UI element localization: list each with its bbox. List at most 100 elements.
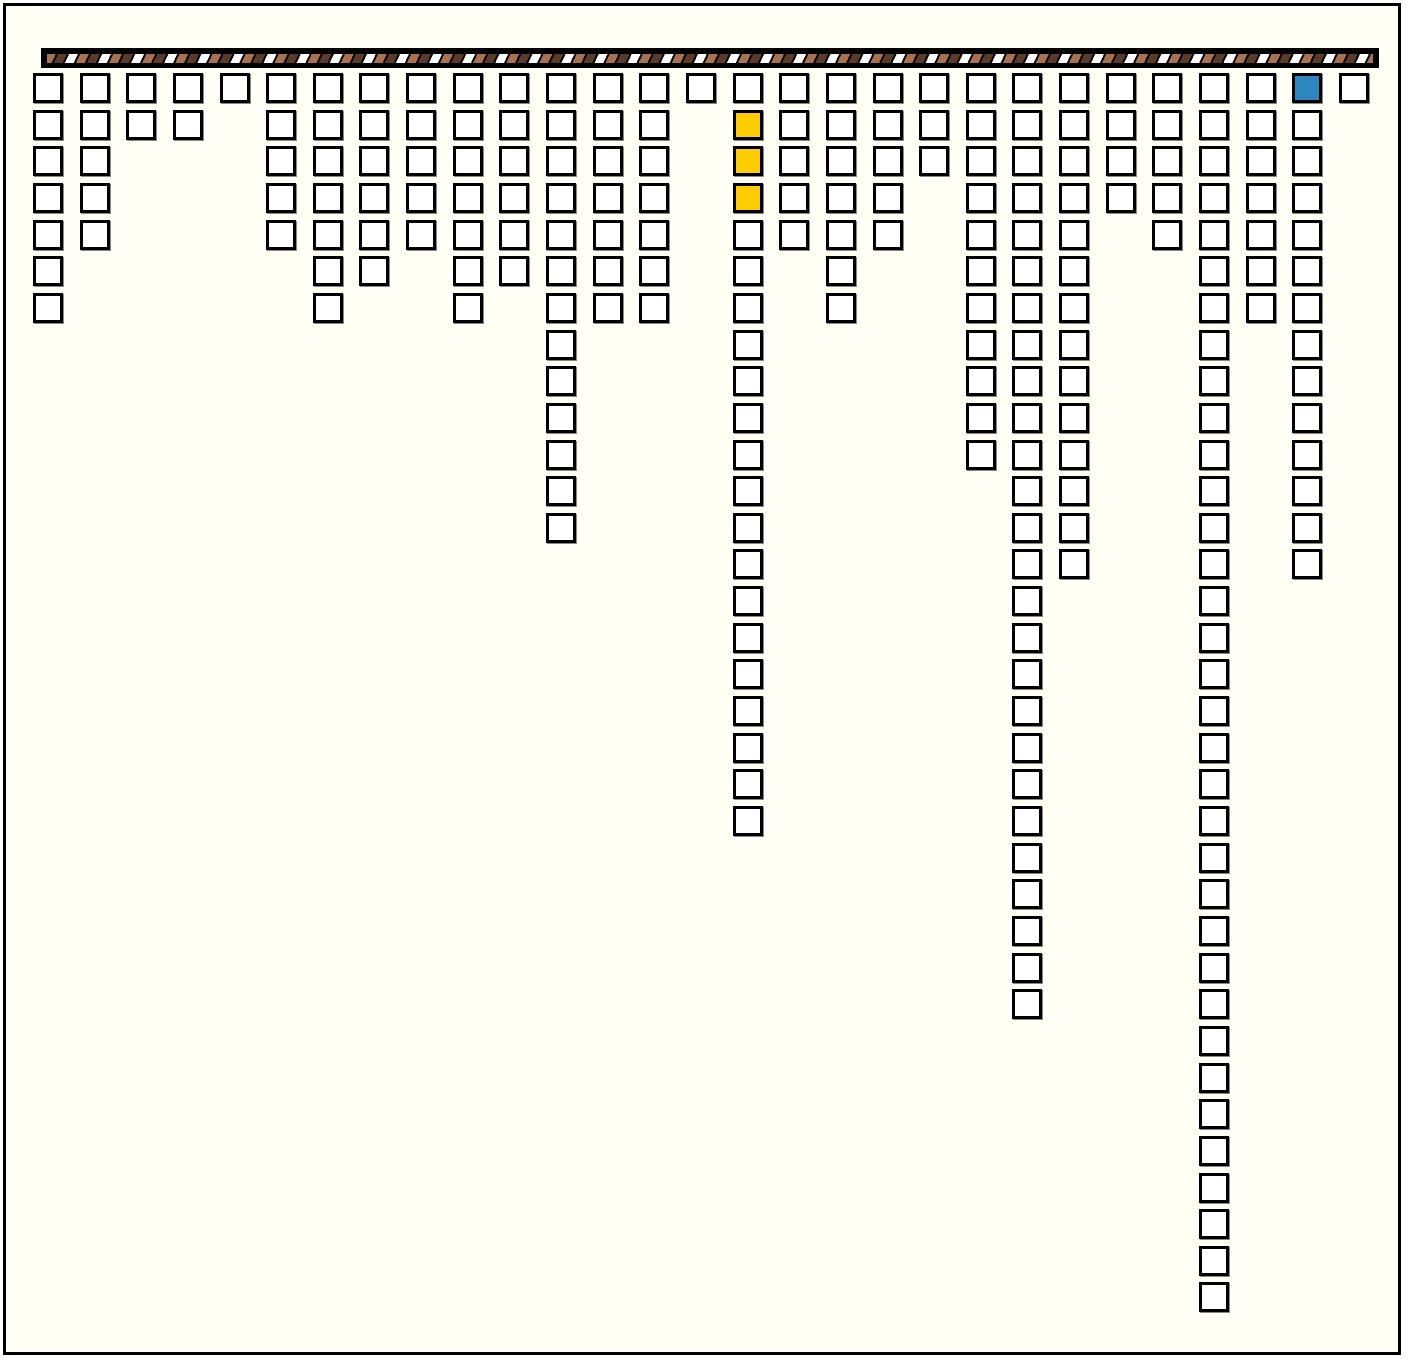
tile-c20-r1[interactable] bbox=[919, 73, 950, 103]
tile-c21-r7[interactable] bbox=[965, 292, 996, 323]
tile-c22-r9[interactable] bbox=[1012, 366, 1043, 397]
tile-c28-r9[interactable] bbox=[1292, 366, 1323, 397]
tile-c14-r7[interactable] bbox=[639, 292, 670, 323]
tile-c23-r5[interactable] bbox=[1059, 219, 1090, 250]
tile-c27-r7[interactable] bbox=[1245, 292, 1276, 323]
tile-c13-r6[interactable] bbox=[592, 256, 623, 287]
tile-c16-r21[interactable] bbox=[732, 806, 763, 836]
tile-c12-r5[interactable] bbox=[546, 219, 577, 250]
tile-c14-r4[interactable] bbox=[639, 182, 670, 213]
tile-c28-r5[interactable] bbox=[1292, 219, 1323, 250]
tile-c16-r20[interactable] bbox=[732, 769, 763, 800]
tile-c24-r1[interactable] bbox=[1105, 73, 1136, 103]
tile-c27-r4[interactable] bbox=[1245, 182, 1276, 213]
tile-c4-r2[interactable] bbox=[172, 109, 203, 140]
tile-c26-r12[interactable] bbox=[1199, 476, 1229, 507]
tile-c26-r1[interactable] bbox=[1199, 73, 1229, 103]
tile-c25-r5[interactable] bbox=[1152, 219, 1183, 250]
tile-c16-r1[interactable] bbox=[732, 73, 763, 103]
tile-c22-r6[interactable] bbox=[1012, 256, 1043, 287]
tile-c2-r4[interactable] bbox=[79, 182, 110, 213]
tile-c28-r3[interactable] bbox=[1292, 146, 1323, 177]
tile-c22-r22[interactable] bbox=[1012, 842, 1043, 873]
tile-c10-r6[interactable] bbox=[452, 256, 483, 287]
tile-c10-r7[interactable] bbox=[452, 292, 483, 323]
tile-c16-r19[interactable] bbox=[732, 732, 763, 763]
tile-c1-r1[interactable] bbox=[33, 73, 63, 103]
tile-c10-r3[interactable] bbox=[452, 146, 483, 177]
tile-c16-r6[interactable] bbox=[732, 256, 763, 287]
tile-c21-r2[interactable] bbox=[965, 109, 996, 140]
tile-c16-r2[interactable] bbox=[732, 109, 763, 140]
tile-c13-r5[interactable] bbox=[592, 219, 623, 250]
tile-c16-r13[interactable] bbox=[732, 512, 763, 543]
tile-c28-r11[interactable] bbox=[1292, 439, 1323, 470]
tile-c21-r5[interactable] bbox=[965, 219, 996, 250]
tile-c10-r1[interactable] bbox=[452, 73, 483, 103]
tile-c4-r1[interactable] bbox=[172, 73, 203, 103]
tile-c26-r26[interactable] bbox=[1199, 989, 1229, 1020]
tile-c24-r2[interactable] bbox=[1105, 109, 1136, 140]
tile-c6-r1[interactable] bbox=[266, 73, 297, 103]
tile-c18-r1[interactable] bbox=[825, 73, 856, 103]
tile-c7-r5[interactable] bbox=[312, 219, 343, 250]
tile-c8-r3[interactable] bbox=[359, 146, 390, 177]
tile-c12-r13[interactable] bbox=[546, 512, 577, 543]
tile-c26-r31[interactable] bbox=[1199, 1172, 1229, 1203]
tile-c9-r3[interactable] bbox=[406, 146, 437, 177]
tile-c19-r1[interactable] bbox=[872, 73, 903, 103]
tile-c28-r7[interactable] bbox=[1292, 292, 1323, 323]
tile-c23-r7[interactable] bbox=[1059, 292, 1090, 323]
tile-c26-r15[interactable] bbox=[1199, 586, 1229, 617]
tile-c26-r4[interactable] bbox=[1199, 182, 1229, 213]
tile-c1-r5[interactable] bbox=[33, 219, 63, 250]
tile-c7-r2[interactable] bbox=[312, 109, 343, 140]
tile-c21-r4[interactable] bbox=[965, 182, 996, 213]
tile-c16-r5[interactable] bbox=[732, 219, 763, 250]
tile-c26-r9[interactable] bbox=[1199, 366, 1229, 397]
tile-c25-r1[interactable] bbox=[1152, 73, 1183, 103]
tile-c21-r10[interactable] bbox=[965, 402, 996, 433]
tile-c22-r3[interactable] bbox=[1012, 146, 1043, 177]
tile-c11-r6[interactable] bbox=[499, 256, 530, 287]
tile-c26-r11[interactable] bbox=[1199, 439, 1229, 470]
tile-c26-r30[interactable] bbox=[1199, 1135, 1229, 1166]
tile-c12-r9[interactable] bbox=[546, 366, 577, 397]
tile-c27-r6[interactable] bbox=[1245, 256, 1276, 287]
tile-c12-r12[interactable] bbox=[546, 476, 577, 507]
tile-c12-r4[interactable] bbox=[546, 182, 577, 213]
tile-c8-r6[interactable] bbox=[359, 256, 390, 287]
tile-c26-r32[interactable] bbox=[1199, 1209, 1229, 1240]
tile-c6-r5[interactable] bbox=[266, 219, 297, 250]
tile-c23-r4[interactable] bbox=[1059, 182, 1090, 213]
tile-c2-r5[interactable] bbox=[79, 219, 110, 250]
tile-c27-r2[interactable] bbox=[1245, 109, 1276, 140]
tile-c19-r3[interactable] bbox=[872, 146, 903, 177]
tile-c16-r7[interactable] bbox=[732, 292, 763, 323]
tile-c23-r2[interactable] bbox=[1059, 109, 1090, 140]
tile-c14-r2[interactable] bbox=[639, 109, 670, 140]
tile-c18-r2[interactable] bbox=[825, 109, 856, 140]
tile-c17-r3[interactable] bbox=[779, 146, 810, 177]
tile-c7-r4[interactable] bbox=[312, 182, 343, 213]
tile-c8-r2[interactable] bbox=[359, 109, 390, 140]
tile-c26-r3[interactable] bbox=[1199, 146, 1229, 177]
tile-c26-r7[interactable] bbox=[1199, 292, 1229, 323]
tile-c26-r27[interactable] bbox=[1199, 1025, 1229, 1056]
tile-c25-r3[interactable] bbox=[1152, 146, 1183, 177]
tile-c8-r4[interactable] bbox=[359, 182, 390, 213]
tile-c9-r4[interactable] bbox=[406, 182, 437, 213]
tile-c22-r26[interactable] bbox=[1012, 989, 1043, 1020]
tile-c17-r4[interactable] bbox=[779, 182, 810, 213]
tile-c11-r2[interactable] bbox=[499, 109, 530, 140]
tile-c7-r3[interactable] bbox=[312, 146, 343, 177]
tile-c22-r7[interactable] bbox=[1012, 292, 1043, 323]
tile-c27-r1[interactable] bbox=[1245, 73, 1276, 103]
tile-c22-r11[interactable] bbox=[1012, 439, 1043, 470]
tile-c16-r14[interactable] bbox=[732, 549, 763, 580]
tile-c13-r4[interactable] bbox=[592, 182, 623, 213]
tile-c2-r1[interactable] bbox=[79, 73, 110, 103]
tile-c6-r2[interactable] bbox=[266, 109, 297, 140]
tile-c23-r14[interactable] bbox=[1059, 549, 1090, 580]
tile-c11-r3[interactable] bbox=[499, 146, 530, 177]
